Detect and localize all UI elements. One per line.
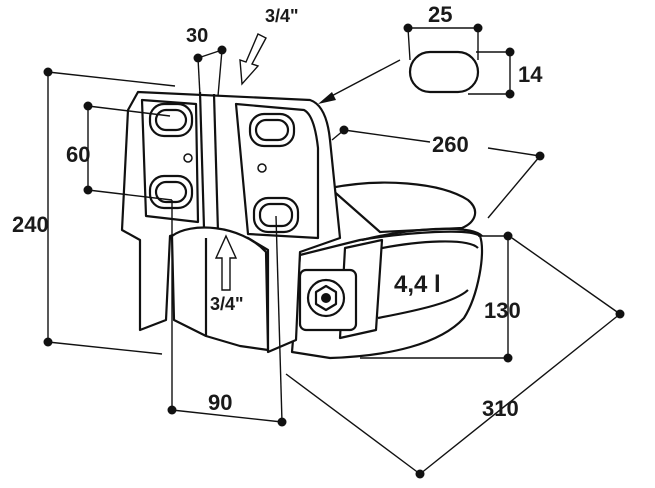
- slot-upper-left-inner: [154, 108, 188, 132]
- dim-60-dot-top: [83, 101, 93, 111]
- dim-90-line: [171, 409, 283, 423]
- dim-60-ext-top: [87, 105, 171, 117]
- slot-upper-right-inner: [254, 118, 290, 142]
- dim-310-line: [419, 313, 621, 475]
- dim-14-dot-bottom: [505, 89, 515, 99]
- dim-25-dot-right: [473, 23, 483, 33]
- bowl-rim-top: [361, 227, 483, 242]
- dim-260-line-right: [487, 147, 541, 157]
- dim-90-dot-right: [277, 417, 287, 427]
- dim-60-dot-bottom: [83, 185, 93, 195]
- detail-arrow-head: [318, 92, 336, 104]
- slot-detail-shape: [408, 50, 480, 94]
- bowl-far-rim: [328, 181, 477, 234]
- label-thread-bottom: 3/4": [210, 294, 244, 314]
- dim-130-dot-top: [503, 231, 513, 241]
- label-310: 310: [482, 396, 519, 421]
- label-90: 90: [208, 390, 232, 415]
- slot-detail: [318, 23, 515, 104]
- dim-30-ext-left: [197, 57, 201, 97]
- dim-30-dot-left: [193, 53, 203, 63]
- labels: 3/4" 30 25 14 260 60 240 4,4 l 130 3/4" …: [12, 2, 543, 421]
- dim-60-ext-bottom: [87, 189, 173, 201]
- dim-260-ext: [487, 155, 541, 219]
- dim-240-ext-bottom: [47, 341, 163, 355]
- dim-30-ext-right: [217, 49, 223, 97]
- dim-14-dot-top: [505, 47, 515, 57]
- dim-30-dot-right: [217, 45, 227, 55]
- screw-hole-left: [183, 153, 193, 163]
- label-260: 260: [432, 132, 469, 157]
- label-25: 25: [428, 2, 452, 27]
- valve-nut: [298, 268, 358, 332]
- label-thread-top: 3/4": [265, 6, 299, 26]
- dim-25-ext-left: [407, 27, 411, 61]
- dim-310-dot-right: [615, 309, 625, 319]
- label-60: 60: [66, 142, 90, 167]
- thread-arrow-bottom: [214, 234, 238, 291]
- label-30: 30: [186, 25, 208, 47]
- bowl-rim-inner: [371, 240, 479, 252]
- label-240: 240: [12, 212, 49, 237]
- screw-hole-right: [257, 163, 267, 173]
- slot-lower-left-inner: [154, 180, 188, 204]
- thread-arrow-top: [239, 33, 267, 86]
- inlet-pipe-housing: [170, 226, 270, 352]
- label-capacity: 4,4 l: [394, 271, 441, 298]
- dim-90-dot-left: [167, 405, 177, 415]
- back-plate: [120, 90, 342, 354]
- dim-310-ext-right: [511, 237, 621, 315]
- dim-310-dot-bottom: [415, 469, 425, 479]
- arrow-up-icon: [214, 234, 238, 291]
- dim-25-dot-left: [403, 23, 413, 33]
- dim-130-dot-bottom: [503, 353, 513, 363]
- bowl: [290, 181, 484, 360]
- dimensions: [43, 23, 625, 479]
- dim-240-ext-top: [47, 71, 176, 87]
- dim-310-ext-left: [285, 373, 421, 475]
- nut-center: [321, 293, 331, 303]
- detail-arrow-line: [323, 59, 401, 101]
- center-rib-right: [212, 93, 220, 233]
- dim-240-dot-top: [43, 67, 53, 77]
- dim-90-ext-right: [275, 215, 283, 423]
- dim-240-dot-bottom: [43, 337, 53, 347]
- dim-260-dot-left: [339, 125, 349, 135]
- bowl-band-lower: [377, 289, 469, 320]
- label-14: 14: [518, 62, 543, 87]
- label-130: 130: [484, 298, 521, 323]
- arrow-down-icon: [239, 33, 267, 86]
- dim-260-dot-right: [535, 151, 545, 161]
- center-rib-left: [198, 91, 206, 229]
- dim-260-line-left: [343, 129, 431, 143]
